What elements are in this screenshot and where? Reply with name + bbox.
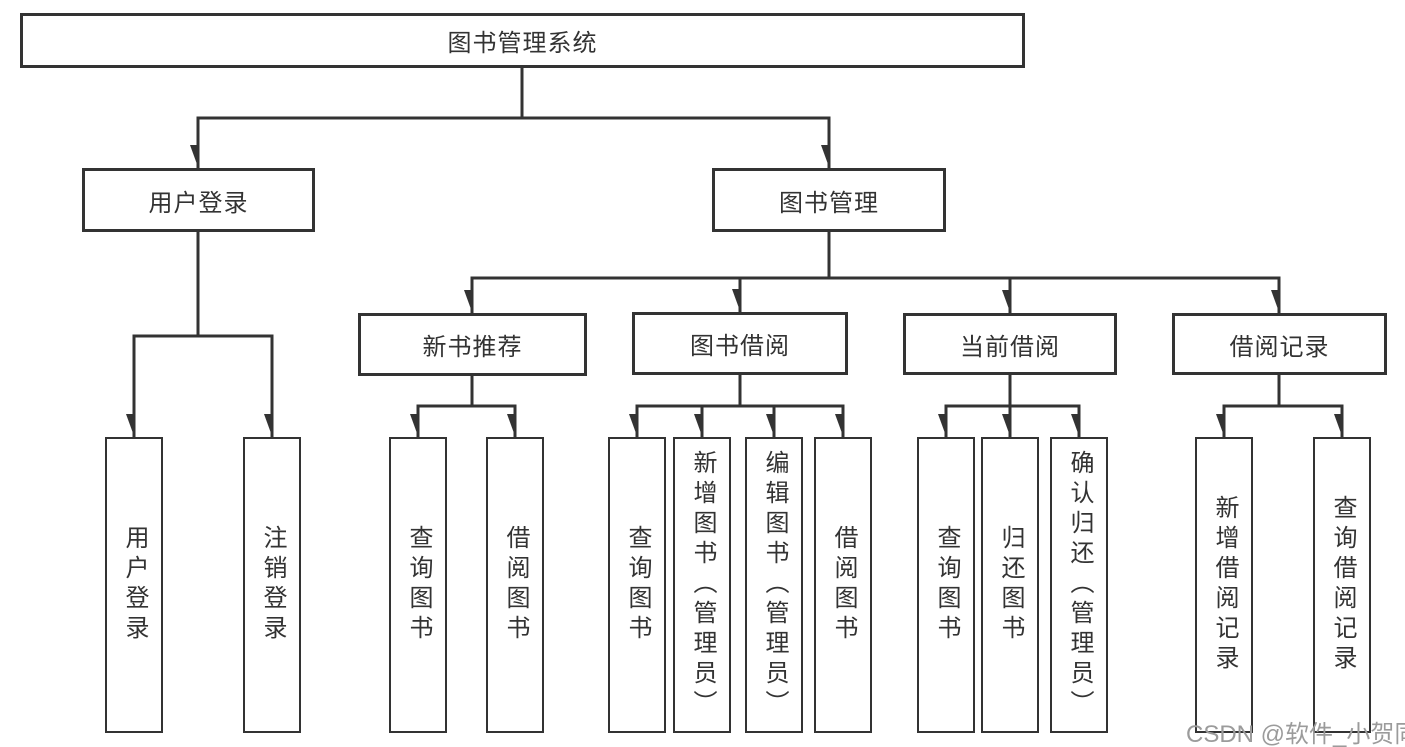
leaf-user-login: 用户登录 [105, 437, 163, 733]
leaf-logout-label: 注销登录 [259, 525, 286, 645]
leaf-query-books-recommend-label: 查询图书 [405, 525, 432, 645]
node-borrowing-records: 借阅记录 [1172, 313, 1387, 375]
leaf-add-books-admin-label: 新增图书（管理员） [689, 450, 716, 720]
leaf-user-login-label: 用户登录 [121, 525, 148, 645]
node-user-login: 用户登录 [82, 168, 315, 232]
leaf-borrow-books-borrowing-label: 借阅图书 [830, 525, 857, 645]
node-new-book-recommendation: 新书推荐 [358, 313, 587, 376]
leaf-query-borrow-record: 查询借阅记录 [1313, 437, 1371, 733]
node-library-system: 图书管理系统 [20, 13, 1025, 68]
leaf-add-borrow-record-label: 新增借阅记录 [1211, 495, 1238, 675]
leaf-return-books-label: 归还图书 [997, 525, 1024, 645]
leaf-add-borrow-record: 新增借阅记录 [1195, 437, 1253, 733]
leaf-query-books-borrowing-label: 查询图书 [624, 525, 651, 645]
csdn-watermark: CSDN @软件_小贺同学 [1186, 721, 1405, 747]
node-current-borrowing: 当前借阅 [903, 313, 1117, 375]
leaf-query-books-recommend: 查询图书 [389, 437, 447, 733]
node-book-borrowing: 图书借阅 [632, 312, 848, 375]
leaf-query-borrow-record-label: 查询借阅记录 [1329, 495, 1356, 675]
leaf-confirm-return-admin: 确认归还（管理员） [1050, 437, 1108, 733]
node-book-management: 图书管理 [712, 168, 946, 232]
leaf-logout: 注销登录 [243, 437, 301, 733]
leaf-query-books-current-label: 查询图书 [933, 525, 960, 645]
leaf-add-books-admin: 新增图书（管理员） [673, 437, 731, 733]
leaf-edit-books-admin-label: 编辑图书（管理员） [761, 450, 788, 720]
leaf-return-books: 归还图书 [981, 437, 1039, 733]
leaf-borrow-books-recommend: 借阅图书 [486, 437, 544, 733]
leaf-query-books-borrowing: 查询图书 [608, 437, 666, 733]
leaf-query-books-current: 查询图书 [917, 437, 975, 733]
leaf-edit-books-admin: 编辑图书（管理员） [745, 437, 803, 733]
leaf-confirm-return-admin-label: 确认归还（管理员） [1066, 450, 1093, 720]
leaf-borrow-books-borrowing: 借阅图书 [814, 437, 872, 733]
leaf-borrow-books-recommend-label: 借阅图书 [502, 525, 529, 645]
